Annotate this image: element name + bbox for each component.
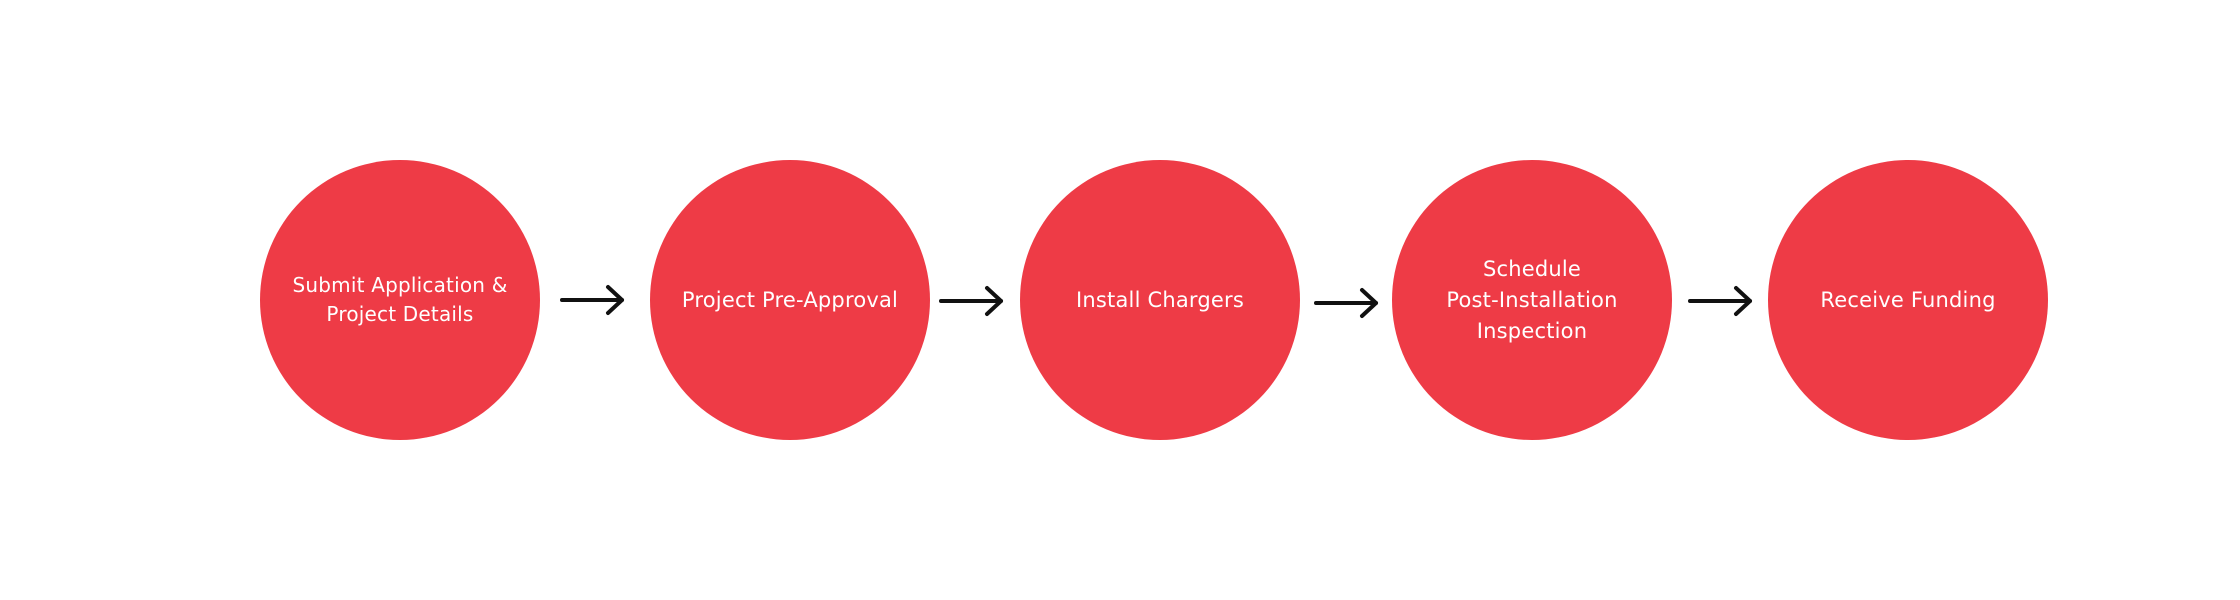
step-label: Project Pre-Approval — [681, 287, 899, 312]
step-submit-application: Submit Application & Project Details — [260, 160, 540, 440]
step-label: Schedule Post-Installation Inspection — [1446, 256, 1618, 343]
arrow-right-icon — [1314, 288, 1378, 318]
step-project-pre-approval: Project Pre-Approval — [650, 160, 930, 440]
step-schedule-inspection: Schedule Post-Installation Inspection — [1392, 160, 1672, 440]
arrow-right-icon — [560, 285, 624, 315]
step-label: Receive Funding — [1820, 287, 1996, 312]
step-install-chargers: Install Chargers — [1020, 160, 1300, 440]
step-label: Install Chargers — [1075, 287, 1245, 312]
step-receive-funding: Receive Funding — [1768, 160, 2048, 440]
arrow-right-icon — [939, 286, 1003, 316]
step-label: Submit Application & Project Details — [292, 273, 508, 326]
arrow-right-icon — [1688, 286, 1752, 316]
